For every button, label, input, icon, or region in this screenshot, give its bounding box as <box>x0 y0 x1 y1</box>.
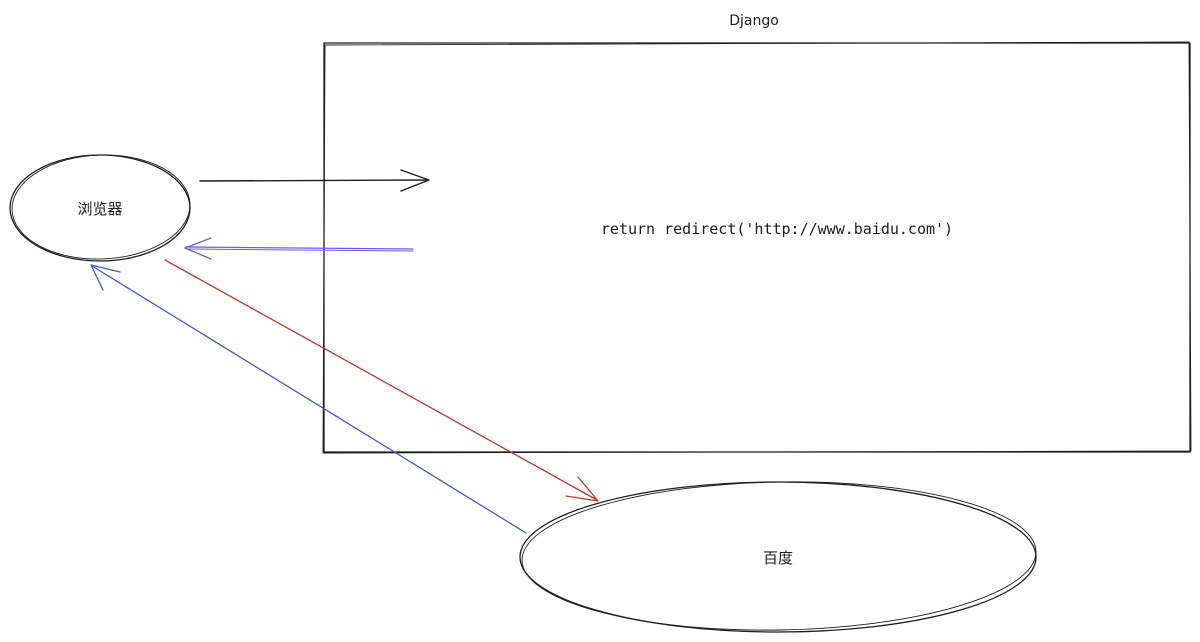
browser-label: 浏览器 <box>77 200 122 218</box>
redirect-code: return redirect('http://www.baidu.com') <box>601 220 953 238</box>
arrow-browser-to-baidu <box>164 259 599 502</box>
baidu-node: 百度 <box>519 481 1037 633</box>
arrow-django-to-browser <box>184 237 414 260</box>
baidu-label: 百度 <box>763 549 793 567</box>
django-title: Django <box>729 13 779 29</box>
arrow-browser-to-django <box>199 169 430 192</box>
browser-node: 浏览器 <box>9 154 191 262</box>
arrow-baidu-to-browser <box>90 264 527 534</box>
django-box <box>322 41 1192 454</box>
